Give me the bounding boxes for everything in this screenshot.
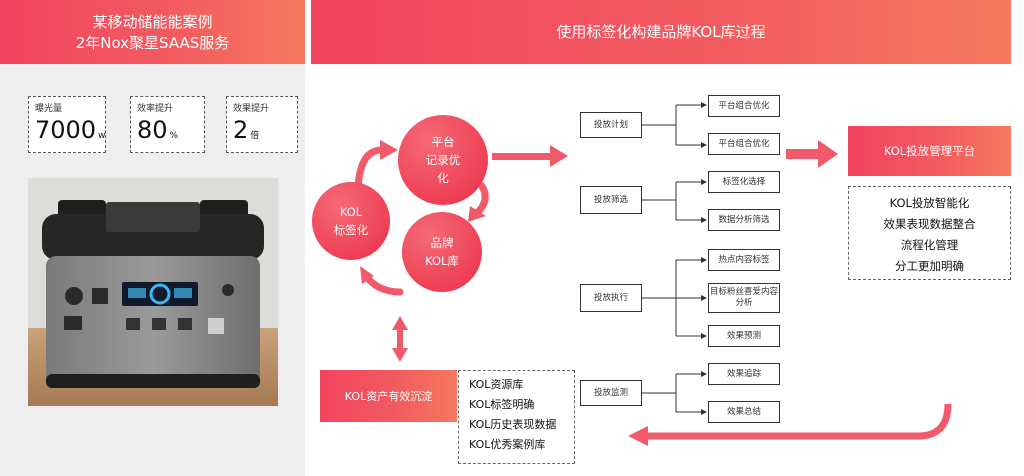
case-title: 某移动储能能案例 [92, 13, 213, 31]
sub-summary: 效果总结 [708, 401, 780, 423]
stat-value: 80 [137, 116, 168, 144]
circle-text: 标签化 [333, 223, 369, 237]
stage-screen: 投放筛选 [580, 186, 642, 214]
asset-item: KOL标签明确 [469, 398, 535, 411]
platform-feature: KOL投放智能化 [889, 196, 970, 210]
sub-platform-combo-1: 平台组合优化 [708, 95, 780, 117]
stat-unit: 倍 [250, 131, 260, 141]
tree-connectors [642, 102, 707, 415]
circle-text: KOL [339, 205, 363, 219]
kol-management-platform: KOL投放管理平台 [848, 126, 1011, 176]
asset-item: KOL历史表现数据 [469, 418, 557, 431]
stage-monitor: 投放监测 [580, 380, 642, 406]
stat-unit: % [169, 131, 179, 141]
arrow-to-plan [492, 145, 568, 167]
cycle-kol-tagging: KOL 标签化 [312, 182, 390, 260]
platform-feature: 效果表现数据整合 [883, 217, 976, 231]
cycle-arrowheads [360, 140, 486, 284]
circle-text: 平台 [431, 135, 455, 149]
platform-feature-list: KOL投放智能化 效果表现数据整合 流程化管理 分工更加明确 [848, 186, 1011, 280]
stat-value: 2 [233, 116, 249, 144]
stat-label: 曝光量 [35, 104, 63, 114]
sub-hot-tag: 热点内容标签 [708, 249, 780, 271]
stat-value: 7000 [35, 116, 97, 144]
cycle-brand-kol-library: 品牌 KOL库 [402, 212, 482, 292]
circle-text: KOL库 [425, 254, 459, 268]
return-arrow [628, 403, 952, 446]
circle-text: 记录优 [425, 153, 461, 167]
sub-forecast: 效果预测 [708, 325, 780, 347]
power-station-image [28, 178, 278, 406]
sub-fan-content: 目标粉丝喜爱内容分析 [708, 283, 780, 313]
sub-platform-combo-2: 平台组合优化 [708, 133, 780, 155]
circle-text: 品牌 [430, 236, 454, 250]
circle-text: 化 [437, 171, 449, 185]
stat-label: 效果提升 [233, 104, 270, 114]
arrow-to-platform [786, 140, 838, 168]
stat-label: 效率提升 [137, 104, 174, 114]
stat-unit: w [98, 131, 106, 141]
stage-execute: 投放执行 [580, 284, 642, 312]
sub-tracking: 效果追踪 [708, 363, 780, 385]
sub-tag-select: 标签化选择 [708, 171, 780, 193]
cycle-platform-optimize: 平台 记录优 化 [398, 115, 488, 205]
case-header: 某移动储能能案例 2年Nox聚星SAAS服务 [0, 0, 305, 64]
kol-asset-list: KOL资源库 KOL标签明确 KOL历史表现数据 KOL优秀案例库 [458, 370, 575, 464]
asset-item: KOL资源库 [469, 378, 524, 391]
platform-feature: 分工更加明确 [895, 259, 964, 273]
stage-plan: 投放计划 [580, 112, 642, 138]
sub-data-screen: 数据分析筛选 [708, 209, 780, 231]
case-subtitle: 2年Nox聚星SAAS服务 [75, 34, 230, 52]
platform-feature: 流程化管理 [900, 238, 959, 252]
asset-item: KOL优秀案例库 [469, 438, 546, 451]
process-header: 使用标签化构建品牌KOL库过程 [311, 0, 1011, 64]
kol-asset-box: KOL资产有效沉淀 [320, 370, 457, 422]
updown-arrow [392, 316, 408, 362]
stat-efficiency: 效率提升 80% [130, 96, 205, 153]
